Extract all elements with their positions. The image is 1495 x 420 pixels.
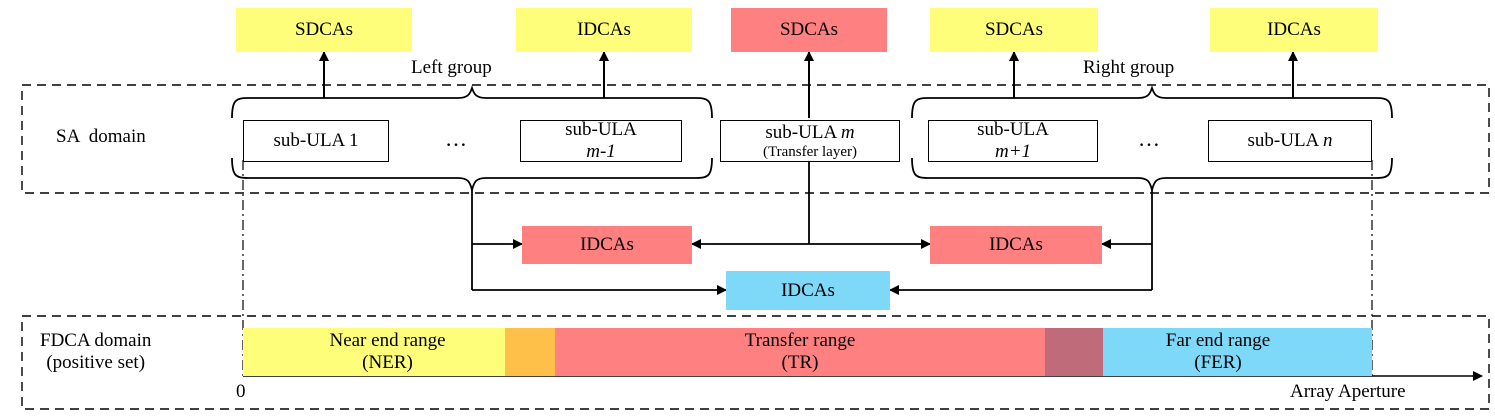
tr-label: Transfer range (TR)	[744, 330, 856, 373]
ner-segment	[243, 328, 505, 376]
idcas-box-red-left: IDCAs	[522, 226, 692, 264]
idcas-box-red-right: IDCAs	[930, 226, 1102, 264]
ellipsis-left: …	[445, 126, 467, 151]
sdcas-box-left: SDCAs	[236, 8, 412, 52]
axis-origin-label: 0	[236, 381, 246, 402]
ner-tr-overlap-segment	[505, 328, 555, 376]
ellipsis-right: …	[1138, 126, 1160, 151]
sub-ula-n-box: sub-ULA n	[1208, 120, 1372, 162]
sdcas-box-right: SDCAs	[930, 8, 1098, 52]
idcas-box-left: IDCAs	[516, 8, 692, 52]
right-group-top-brace	[911, 85, 1393, 119]
left-group-top-brace	[231, 85, 713, 119]
fer-segment	[1103, 328, 1372, 376]
ner-label: Near end range (NER)	[329, 330, 446, 373]
sdcas-box-mid: SDCAs	[731, 8, 887, 52]
left-group-bottom-brace	[231, 157, 713, 191]
fdca-domain-label: FDCA domain (positive set)	[40, 330, 152, 373]
array-aperture-label: Array Aperture	[1290, 381, 1406, 402]
idcas-box-right: IDCAs	[1210, 8, 1378, 52]
idcas-box-blue: IDCAs	[726, 271, 890, 310]
left-group-label: Left group	[411, 57, 492, 78]
sub-ula-m-box: sub-ULA m (Transfer layer)	[720, 120, 900, 162]
sub-ula-m-minus-1-box: sub-ULA m-1	[520, 119, 682, 162]
sub-ula-1-box: sub-ULA 1	[243, 120, 389, 162]
sub-ula-m-plus-1-box: sub-ULA m+1	[928, 119, 1098, 162]
right-group-label: Right group	[1083, 57, 1175, 78]
tr-fer-overlap-segment	[1045, 328, 1103, 376]
fer-label: Far end range (FER)	[1165, 330, 1271, 373]
sa-domain-label: SA domain	[56, 126, 146, 147]
right-group-bottom-brace	[911, 157, 1393, 191]
tr-segment	[555, 328, 1045, 376]
sa-domain-frame	[21, 84, 1490, 194]
